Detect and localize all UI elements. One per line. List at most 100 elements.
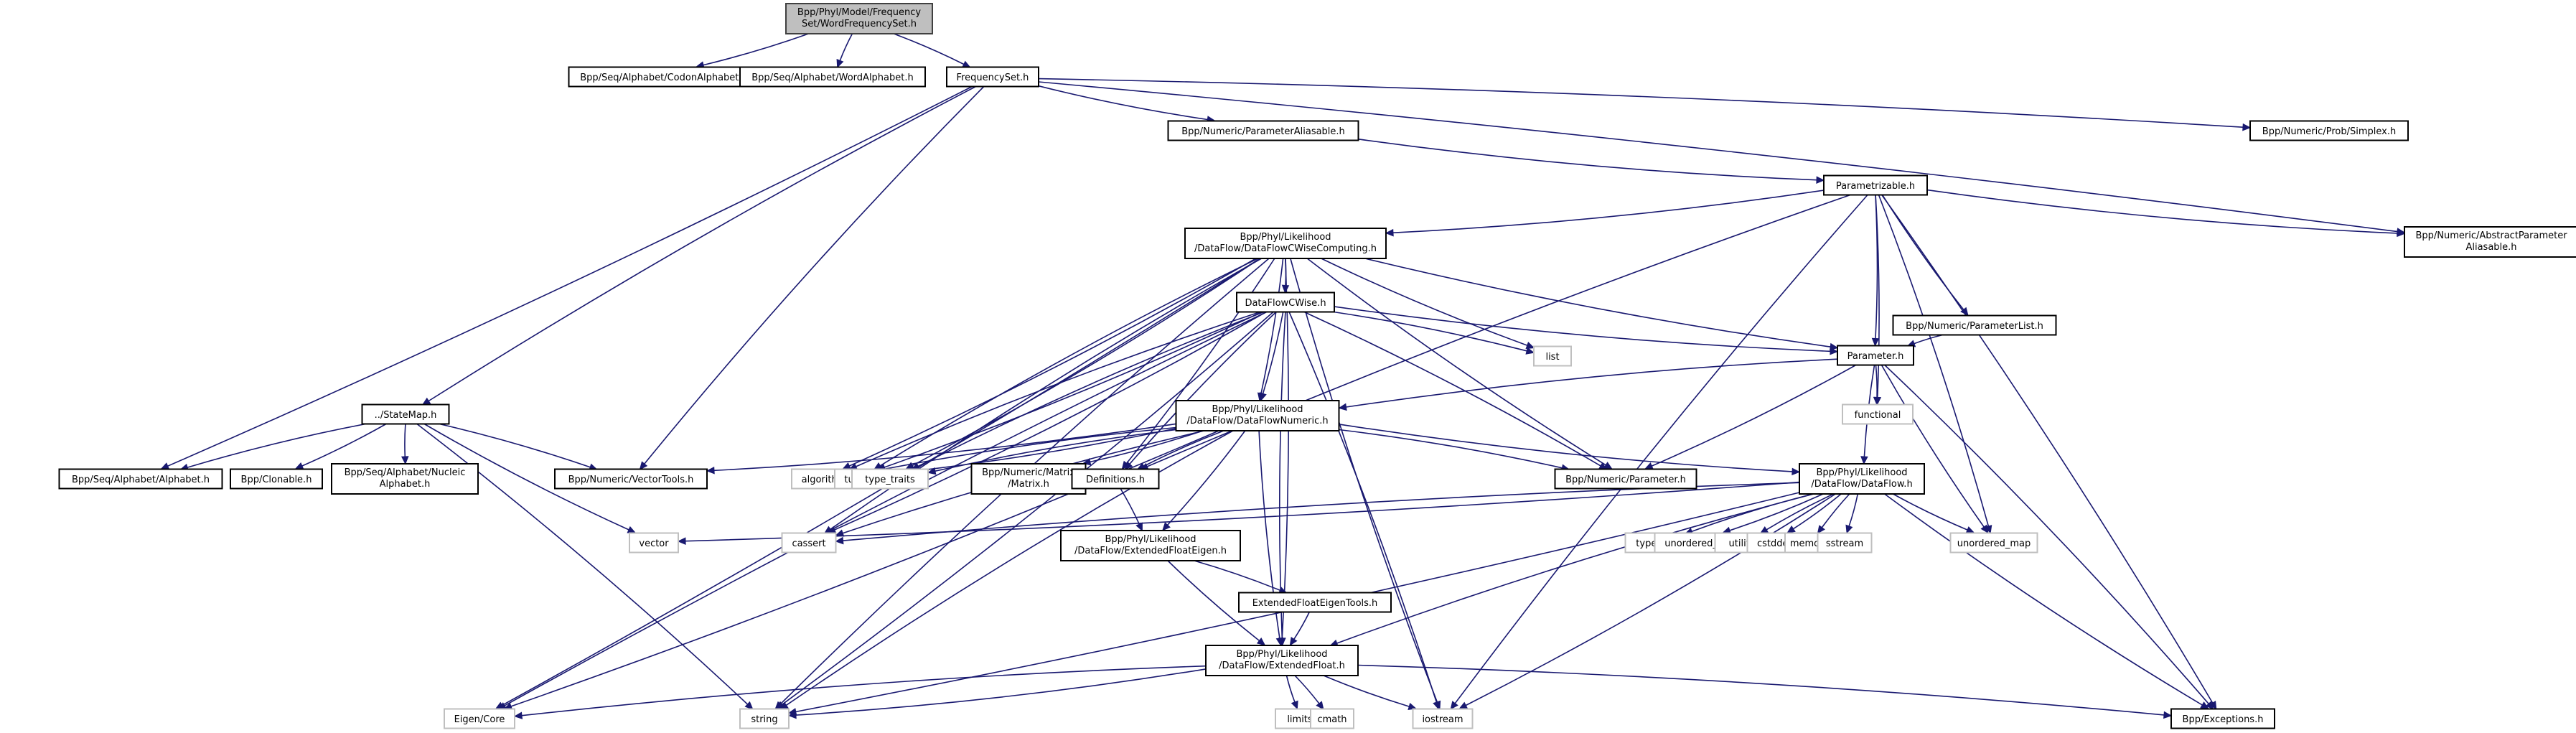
node-label: Bpp/Phyl/Likelihood <box>1236 649 1327 660</box>
node-vectortools[interactable]: Bpp/Numeric/VectorTools.h <box>554 468 708 490</box>
node-extfloateigen[interactable]: Bpp/Phyl/Likelihood/DataFlow/ExtendedFlo… <box>1060 530 1241 561</box>
arrowhead-icon <box>706 467 715 475</box>
arrowhead-icon <box>627 526 637 533</box>
node-word[interactable]: Bpp/Seq/Alphabet/WordAlphabet.h <box>739 66 926 88</box>
edge-definitions-to-extfloateigen <box>1120 488 1141 525</box>
node-codon[interactable]: Bpp/Seq/Alphabet/CodonAlphabet.h <box>568 66 760 88</box>
arrowhead-icon <box>836 59 844 68</box>
node-dfnumeric[interactable]: Bpp/Phyl/Likelihood/DataFlow/DataFlowNum… <box>1175 400 1340 431</box>
edge-dfcwise-to-iostream <box>1288 312 1438 703</box>
node-statemap[interactable]: ../StateMap.h <box>361 403 450 425</box>
edge-dfcwise-to-parameter <box>1334 306 1831 353</box>
node-box <box>739 66 926 88</box>
node-box <box>1236 291 1335 313</box>
node-clonable[interactable]: Bpp/Clonable.h <box>230 468 323 490</box>
edge-parameter-to-unorderedmap <box>1881 365 1985 528</box>
arrowhead-icon <box>677 537 686 545</box>
arrowhead-icon <box>2163 711 2173 719</box>
node-box <box>1799 463 1925 495</box>
node-simplex[interactable]: Bpp/Numeric/Prob/Simplex.h <box>2249 120 2409 141</box>
edge-extfloat-to-limits <box>1285 675 1296 703</box>
edge-freqset-to-paramalias <box>1038 85 1208 121</box>
edge-freqset-to-simplex <box>1038 78 2244 128</box>
node-box <box>1167 120 1359 141</box>
arrowhead-icon <box>1965 526 1975 533</box>
edge-extfloateigentools-to-extfloat <box>1293 612 1311 640</box>
edge-dataflow-to-iostream <box>1465 493 1836 706</box>
arrowhead-icon <box>1259 392 1267 402</box>
node-label: functional <box>1855 410 1901 421</box>
node-extfloateigentools[interactable]: ExtendedFloatEigenTools.h <box>1238 592 1392 613</box>
node-box <box>1533 345 1572 367</box>
node-label: Bpp/Numeric/AbstractParameter <box>2415 230 2567 241</box>
node-exceptions[interactable]: Bpp/Exceptions.h <box>2170 708 2275 729</box>
node-box <box>739 708 790 729</box>
edge-extfloat-to-iostream <box>1323 675 1410 707</box>
node-functional: functional <box>1842 403 1914 425</box>
arrowhead-icon <box>2209 700 2217 710</box>
node-box <box>851 468 929 490</box>
edge-dfcwise-to-typetraits <box>918 311 1265 467</box>
node-parameter[interactable]: Parameter.h <box>1837 345 1914 366</box>
node-dataflow[interactable]: Bpp/Phyl/Likelihood/DataFlow/DataFlow.h <box>1799 463 1925 495</box>
node-vector: vector <box>629 532 679 554</box>
edge-dfcwise-to-tuple <box>884 311 1263 468</box>
node-box <box>444 708 515 729</box>
edge-dfcwise-to-dfnumeric <box>1262 312 1284 394</box>
node-box <box>1238 592 1392 613</box>
node-box <box>230 468 323 490</box>
node-alphabet[interactable]: Bpp/Seq/Alphabet/Alphabet.h <box>58 468 223 490</box>
node-extfloat[interactable]: Bpp/Phyl/Likelihood/DataFlow/ExtendedFlo… <box>1205 645 1359 676</box>
node-paramlist[interactable]: Bpp/Numeric/ParameterList.h <box>1892 314 2057 336</box>
arrowhead-icon <box>401 456 409 465</box>
node-matrix[interactable]: Bpp/Numeric/Matrix/Matrix.h <box>970 463 1087 495</box>
edge-dfcwcomp-to-parameter <box>1364 258 1831 347</box>
node-definitions[interactable]: Definitions.h <box>1071 468 1160 490</box>
node-box <box>1817 532 1873 554</box>
node-label: Alphabet.h <box>380 479 431 490</box>
nodes-layer: Bpp/Phyl/Model/FrequencySet/WordFrequenc… <box>58 3 2576 729</box>
edge-dfnumeric-to-typetraits <box>935 429 1176 472</box>
node-cmath: cmath <box>1310 708 1354 729</box>
edge-dfcwise-to-definitions <box>1129 311 1277 464</box>
arrowhead-icon <box>835 536 844 545</box>
node-box <box>2170 708 2275 729</box>
node-box <box>785 3 933 34</box>
node-cassert: cassert <box>781 532 837 554</box>
node-numparam[interactable]: Bpp/Numeric/Parameter.h <box>1554 468 1697 490</box>
edge-dfnumeric-to-numparam <box>1339 429 1563 469</box>
node-paramalias[interactable]: Bpp/Numeric/ParameterAliasable.h <box>1167 120 1359 141</box>
node-label: Aliasable.h <box>2465 242 2516 253</box>
arrowhead-icon <box>2205 701 2214 710</box>
node-label: Parametrizable.h <box>1836 181 1915 192</box>
node-typetraits: type_traits <box>851 468 929 490</box>
edge-statemap-to-alphabet <box>187 423 366 468</box>
node-label: list <box>1545 352 1559 363</box>
node-parametrizable[interactable]: Parametrizable.h <box>1823 174 1928 196</box>
node-dfcwise[interactable]: DataFlowCWise.h <box>1236 291 1335 313</box>
edge-dfcwcomp-to-iostream <box>1290 258 1438 703</box>
node-label: Definitions.h <box>1086 475 1145 485</box>
arrowhead-icon <box>744 701 754 710</box>
node-dfcwcomp[interactable]: Bpp/Phyl/Likelihood/DataFlow/DataFlowCWi… <box>1184 228 1387 259</box>
node-box <box>361 403 450 425</box>
node-root[interactable]: Bpp/Phyl/Model/FrequencySet/WordFrequenc… <box>785 3 933 34</box>
arrowhead-icon <box>1450 701 1458 710</box>
edge-statemap-to-clonable <box>301 423 387 467</box>
node-box <box>568 66 760 88</box>
edge-dataflow-to-exceptions <box>1884 493 2203 706</box>
arrowhead-icon <box>1385 228 1394 237</box>
edge-parametrizable-to-functional <box>1875 195 1880 398</box>
edge-extfloat-to-cmath <box>1294 675 1320 704</box>
node-label: iostream <box>1422 714 1463 725</box>
node-freqset[interactable]: FrequencySet.h <box>946 66 1039 88</box>
arrowhead-icon <box>1603 462 1613 470</box>
node-label: type_traits <box>865 475 915 485</box>
edge-dfnumeric-to-string <box>786 430 1234 706</box>
node-box <box>1412 708 1474 729</box>
edge-dataflow-to-sstream <box>1848 493 1859 527</box>
arrowhead-icon <box>1525 342 1535 349</box>
arrowhead-icon <box>1291 700 1298 710</box>
